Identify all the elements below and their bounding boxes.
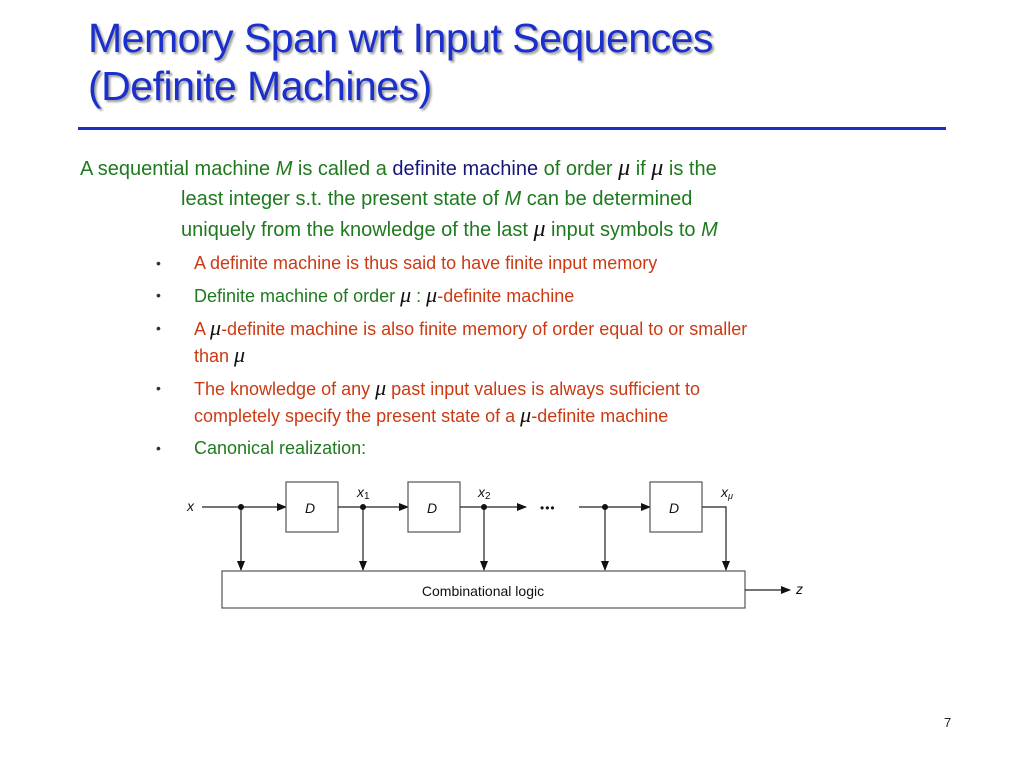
bullet-item: • Canonical realization: — [150, 435, 910, 461]
label-output-z: z — [795, 581, 803, 597]
label-delay-1: D — [305, 500, 315, 516]
definition-line-2: least integer s.t. the present state of … — [80, 184, 920, 214]
symbol-M: M — [275, 158, 293, 180]
symbol-M: M — [701, 219, 718, 241]
label-x1: x1 — [356, 484, 370, 502]
bullet-list: • A definite machine is thus said to hav… — [150, 250, 910, 467]
bullet-icon: • — [156, 287, 161, 303]
text: -definite machine — [437, 286, 575, 306]
symbol-mu: μ — [400, 282, 412, 307]
wire-xmu — [702, 506, 730, 571]
symbol-mu: μ — [426, 282, 438, 307]
definition-paragraph: A sequential machine M is called a defin… — [80, 153, 920, 245]
text: than — [194, 346, 235, 366]
junction-dot — [481, 504, 487, 510]
bullet-text: The knowledge of any — [194, 379, 376, 399]
text: uniquely from the knowledge of the last — [181, 219, 534, 241]
symbol-mu: μ — [210, 315, 222, 340]
page-number: 7 — [944, 715, 952, 730]
slide-title: Memory Span wrt Input Sequences (Definit… — [88, 14, 713, 110]
bullet-text: A — [194, 319, 211, 339]
text: if — [630, 158, 652, 180]
definition-line-3: uniquely from the knowledge of the last … — [80, 214, 920, 245]
bullet-item: • A definite machine is thus said to hav… — [150, 250, 910, 276]
text: -definite machine — [531, 406, 669, 426]
text: least integer s.t. the present state of — [181, 188, 505, 210]
text: -definite machine is also finite memory … — [221, 319, 748, 339]
bullet-item: • A μ-definite machine is also finite me… — [150, 315, 910, 369]
bullet-icon: • — [156, 320, 161, 336]
delay-box-2 — [407, 481, 461, 533]
symbol-mu: μ — [651, 155, 664, 181]
label-x2: x2 — [477, 484, 491, 502]
bullet-icon: • — [156, 380, 161, 396]
text: : — [411, 286, 427, 306]
bullet-item: • The knowledge of any μ past input valu… — [150, 375, 910, 429]
text: of order — [538, 158, 619, 180]
junction-dot — [602, 504, 608, 510]
text: completely specify the present state of … — [194, 406, 521, 426]
label-xmu: xμ — [720, 484, 733, 501]
junction-dot — [238, 504, 244, 510]
symbol-mu: μ — [533, 216, 546, 242]
symbol-mu: μ — [234, 342, 246, 367]
title-line-2: (Definite Machines) — [88, 63, 432, 109]
bullet-text: A definite machine is thus said to have … — [194, 253, 658, 273]
symbol-mu: μ — [618, 155, 631, 181]
bullet-icon: • — [156, 440, 161, 456]
ellipsis: ••• — [540, 501, 556, 515]
symbol-mu: μ — [520, 402, 532, 427]
bullet-item: • Definite machine of order μ : μ-defini… — [150, 282, 910, 309]
definition-line-1: A sequential machine M is called a defin… — [80, 153, 920, 184]
symbol-mu: μ — [375, 375, 387, 400]
bullet-icon: • — [156, 255, 161, 271]
junction-dot — [360, 504, 366, 510]
delay-box-1 — [285, 481, 339, 533]
label-delay-2: D — [427, 500, 437, 516]
bullet-text: Definite machine of order — [194, 286, 401, 306]
text: past input values is always sufficient t… — [386, 379, 701, 399]
keyword-definite-machine: definite machine — [392, 158, 539, 180]
title-line-1: Memory Span wrt Input Sequences — [88, 15, 713, 61]
bullet-text: Canonical realization: — [194, 438, 367, 458]
text: input symbols to — [545, 219, 702, 241]
title-underline — [78, 127, 946, 130]
symbol-M: M — [504, 188, 522, 210]
text: is called a — [292, 158, 393, 180]
text: is the — [663, 158, 717, 180]
label-combinational-logic: Combinational logic — [422, 583, 544, 599]
combinational-logic-box — [221, 570, 746, 609]
text: A sequential machine — [80, 158, 276, 180]
text: can be determined — [521, 188, 693, 210]
label-input-x: x — [186, 498, 195, 514]
label-delay-last: D — [669, 500, 679, 516]
